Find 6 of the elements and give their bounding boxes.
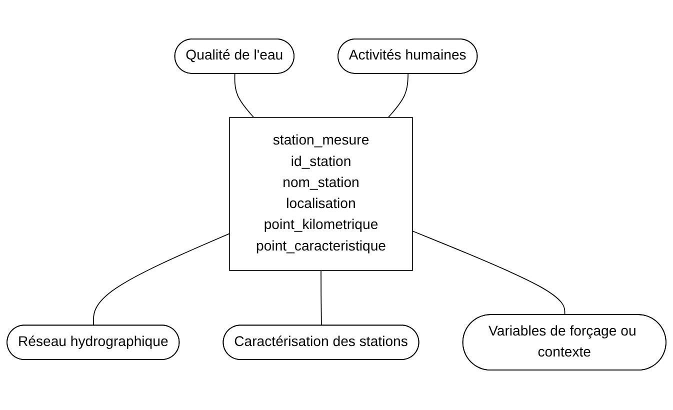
connector — [320, 270, 322, 326]
node-box: station_mesure id_station nom_station localisation point_kilometrique point_caracteristique — [229, 117, 413, 272]
connector — [234, 74, 254, 118]
connector — [412, 231, 566, 316]
connector — [388, 74, 408, 118]
connector — [93, 234, 230, 326]
